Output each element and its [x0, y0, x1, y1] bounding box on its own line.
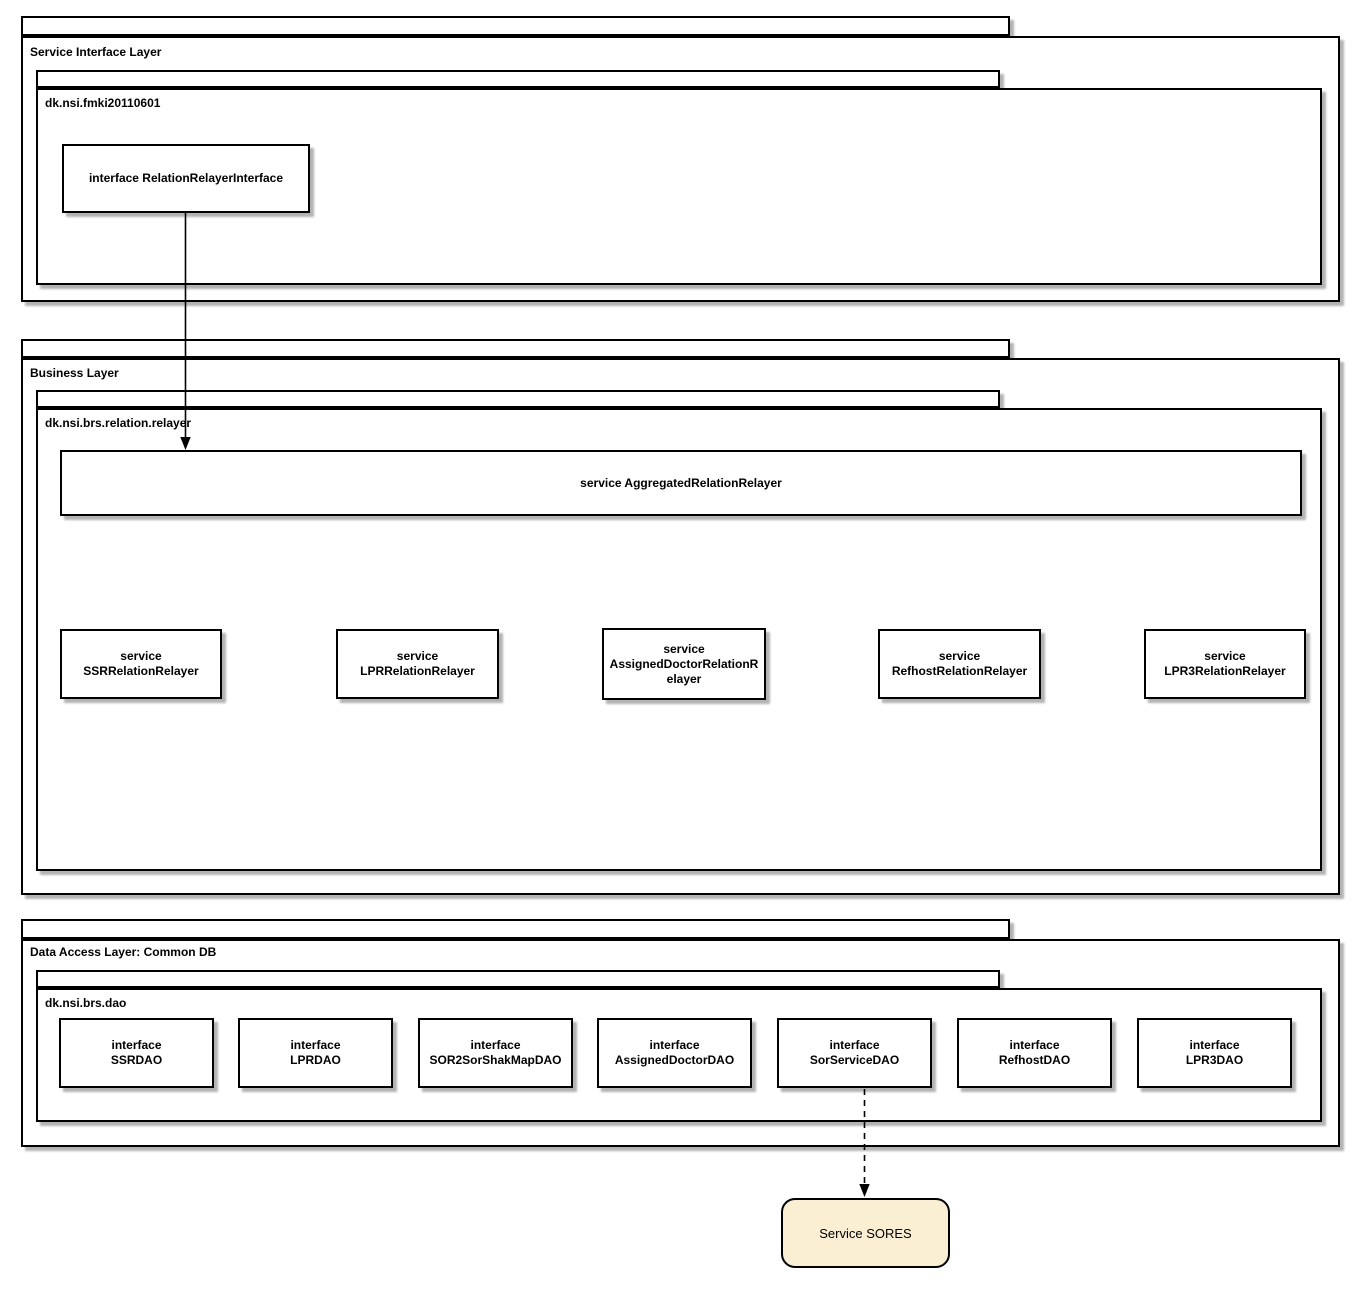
node-label: service AggregatedRelationRelayer — [580, 475, 782, 490]
node-relation-relayer-interface: interface RelationRelayerInterface — [62, 144, 310, 213]
layer-business-tab — [21, 339, 1010, 358]
layer-data-access-tab — [21, 919, 1010, 939]
node-label: interface LPRDAO — [290, 1038, 341, 1067]
package-fmki-tab — [36, 70, 1000, 88]
layer-service-interface-tab — [21, 16, 1010, 36]
node-label: service LPR3RelationRelayer — [1164, 649, 1286, 678]
node-lprdao: interface LPRDAO — [238, 1018, 393, 1088]
node-assigneddoctordao: interface AssignedDoctorDAO — [597, 1018, 752, 1088]
node-aggregated-relation-relayer: service AggregatedRelationRelayer — [60, 450, 1302, 516]
node-label: interface SSRDAO — [110, 1038, 163, 1067]
layer-service-interface-title: Service Interface Layer — [30, 45, 162, 59]
node-lpr3-relation-relayer: service LPR3RelationRelayer — [1144, 629, 1306, 699]
package-dao-title: dk.nsi.brs.dao — [45, 996, 127, 1010]
node-ssr-relation-relayer: service SSRRelationRelayer — [60, 629, 222, 699]
layer-business-title: Business Layer — [30, 366, 119, 380]
node-label: service RefhostRelationRelayer — [891, 649, 1028, 678]
package-dao-tab — [36, 970, 1000, 988]
node-label: interface AssignedDoctorDAO — [614, 1038, 735, 1067]
node-sorservicedao: interface SorServiceDAO — [777, 1018, 932, 1088]
node-lpr-relation-relayer: service LPRRelationRelayer — [336, 629, 499, 699]
node-label: service AssignedDoctorRelationRelayer — [609, 641, 759, 686]
package-fmki-title: dk.nsi.fmki20110601 — [45, 96, 161, 110]
package-relayer-tab — [36, 390, 1000, 408]
node-sor2sorshakmapdao: interface SOR2SorShakMapDAO — [418, 1018, 573, 1088]
node-label: service LPRRelationRelayer — [360, 649, 475, 678]
node-refhost-relation-relayer: service RefhostRelationRelayer — [878, 629, 1041, 699]
arrowhead-icon — [859, 1184, 870, 1197]
node-ssrdao: interface SSRDAO — [59, 1018, 214, 1088]
package-relayer-title: dk.nsi.brs.relation.relayer — [45, 416, 192, 430]
node-label: interface SOR2SorShakMapDAO — [429, 1038, 562, 1067]
node-label: Service SORES — [819, 1225, 912, 1241]
node-label: service SSRRelationRelayer — [83, 649, 199, 678]
node-assigned-doctor-relation-relayer: service AssignedDoctorRelationRelayer — [602, 628, 766, 700]
node-lpr3dao: interface LPR3DAO — [1137, 1018, 1292, 1088]
node-label: interface LPR3DAO — [1185, 1038, 1244, 1067]
layer-data-access-title: Data Access Layer: Common DB — [30, 945, 217, 959]
node-label: interface RefhostDAO — [998, 1038, 1071, 1067]
node-label: interface SorServiceDAO — [809, 1038, 900, 1067]
node-label: interface RelationRelayerInterface — [88, 171, 284, 185]
node-refhostdao: interface RefhostDAO — [957, 1018, 1112, 1088]
node-service-sores: Service SORES — [781, 1198, 950, 1268]
